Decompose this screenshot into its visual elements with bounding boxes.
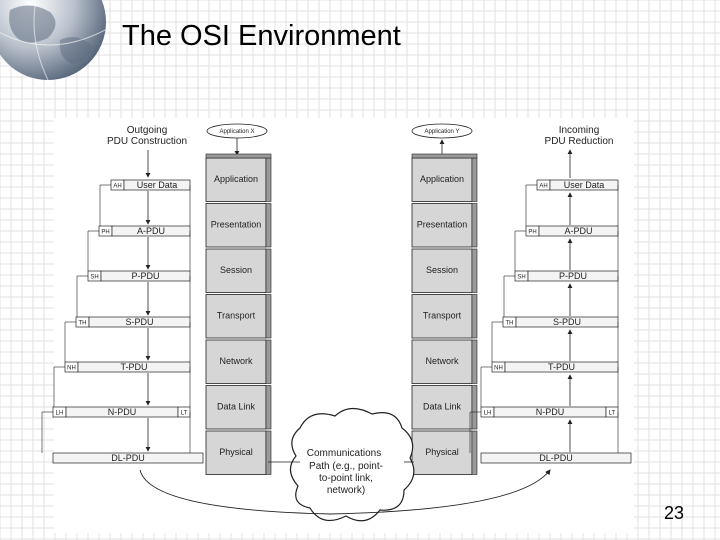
pdu-header-label: TH — [79, 321, 87, 327]
slide-title: The OSI Environment — [122, 20, 401, 52]
application-x-label: Application X — [219, 129, 254, 135]
pdu-header-label: SH — [517, 275, 525, 281]
globe-icon — [0, 0, 106, 81]
incoming-pdu-row: PH A-PDU — [514, 225, 619, 271]
pdu-header-label: PH — [528, 230, 536, 236]
left-heading-line-1: Outgoing — [127, 125, 168, 136]
page-number: 23 — [664, 503, 685, 523]
layer-label: Application — [420, 174, 464, 184]
pdu-header-label: PH — [101, 230, 109, 236]
left-layer-transport: Transport — [205, 294, 272, 339]
pdu-header-label: NH — [67, 366, 76, 372]
application-y-bubble: Application Y — [411, 123, 473, 155]
pdu-trailer-label: LT — [609, 411, 616, 417]
outgoing-pdu-row: DL-PDU — [52, 452, 204, 464]
pdu-label: S-PDU — [125, 317, 153, 327]
application-y-label: Application Y — [425, 129, 460, 135]
pdu-label: DL-PDU — [539, 453, 573, 463]
right-heading-line-1: Incoming — [559, 125, 600, 136]
left-layer-network: Network — [205, 339, 272, 384]
pdu-label: P-PDU — [131, 271, 159, 281]
pdu-header-label: LH — [56, 411, 64, 417]
pdu-label: A-PDU — [137, 226, 165, 236]
layer-label: Network — [425, 356, 459, 366]
right-layer-stack: ApplicationPresentationSessionTransportN… — [411, 153, 478, 475]
layer-label: Network — [219, 356, 253, 366]
layer-label: Session — [220, 265, 252, 275]
incoming-pdu-row: TH S-PDU — [491, 316, 619, 362]
incoming-pdu-row: LH N-PDU LT — [469, 406, 619, 453]
layer-label: Presentation — [417, 220, 468, 230]
layer-label: Physical — [219, 447, 253, 457]
layer-label: Physical — [425, 447, 459, 457]
pdu-label: T-PDU — [548, 362, 575, 372]
pdu-header-label: SH — [90, 275, 98, 281]
outgoing-pdu-row: AH User Data — [99, 179, 191, 226]
pdu-label: S-PDU — [553, 317, 581, 327]
pdu-label: N-PDU — [536, 407, 565, 417]
pdu-header-label: NH — [494, 366, 503, 372]
right-layer-application: Application — [411, 157, 478, 202]
pdu-label: N-PDU — [108, 407, 137, 417]
pdu-label: T-PDU — [121, 362, 148, 372]
left-layer-stack: ApplicationPresentationSessionTransportN… — [205, 153, 272, 475]
right-heading-line-2: PDU Reduction — [545, 136, 614, 147]
cloud-line-2: Path (e.g., point- — [309, 461, 383, 472]
incoming-pdu-row: SH P-PDU — [503, 270, 619, 317]
cloud-line-3: to-point link, — [319, 473, 373, 484]
right-layer-presentation: Presentation — [411, 203, 478, 248]
pdu-trailer-label: LT — [181, 411, 188, 417]
pdu-header-label: TH — [506, 321, 514, 327]
layer-label: Session — [426, 265, 458, 275]
pdu-header-label: AH — [539, 184, 547, 190]
right-layer-session: Session — [411, 248, 478, 293]
pdu-header-label: AH — [113, 184, 121, 190]
pdu-label: User Data — [137, 180, 178, 190]
outgoing-pdu-row: TH S-PDU — [64, 316, 191, 362]
layer-label: Data Link — [423, 402, 462, 412]
application-x-bubble: Application X — [206, 123, 268, 156]
layer-label: Transport — [217, 311, 256, 321]
left-layer-data-link: Data Link — [205, 385, 272, 430]
pdu-label: A-PDU — [564, 226, 592, 236]
outgoing-pdu-row: LH N-PDU LT — [41, 406, 191, 453]
cloud-line-4: network) — [327, 485, 365, 496]
layer-label: Transport — [423, 311, 462, 321]
right-layer-physical: Physical — [411, 430, 478, 475]
pdu-label: User Data — [564, 180, 605, 190]
incoming-pdu-row: DL-PDU — [480, 452, 632, 464]
right-layer-data-link: Data Link — [411, 385, 478, 430]
outgoing-pdu-row: PH A-PDU — [87, 225, 191, 271]
pdu-label: DL-PDU — [111, 453, 145, 463]
left-layer-presentation: Presentation — [205, 203, 272, 248]
communications-path-cloud: Communications Path (e.g., point- to-poi… — [289, 407, 415, 522]
left-heading-line-2: PDU Construction — [107, 136, 187, 147]
left-layer-session: Session — [205, 248, 272, 293]
left-layer-application: Application — [205, 157, 272, 202]
layer-label: Data Link — [217, 402, 256, 412]
stack-top — [411, 153, 478, 159]
left-layer-physical: Physical — [205, 430, 272, 475]
layer-label: Application — [214, 174, 258, 184]
layer-label: Presentation — [211, 220, 262, 230]
pdu-header-label: LH — [484, 411, 492, 417]
right-layer-transport: Transport — [411, 294, 478, 339]
stack-top — [205, 153, 272, 159]
incoming-pdu-row: NH T-PDU — [480, 361, 619, 407]
outgoing-pdu-row: SH P-PDU — [76, 270, 191, 317]
outgoing-pdu-row: NH T-PDU — [53, 361, 191, 407]
cloud-line-1: Communications — [307, 448, 381, 459]
right-layer-network: Network — [411, 339, 478, 384]
transmission-arrow — [139, 469, 551, 515]
pdu-label: P-PDU — [559, 271, 587, 281]
incoming-pdu-row: AH User Data — [525, 179, 619, 226]
